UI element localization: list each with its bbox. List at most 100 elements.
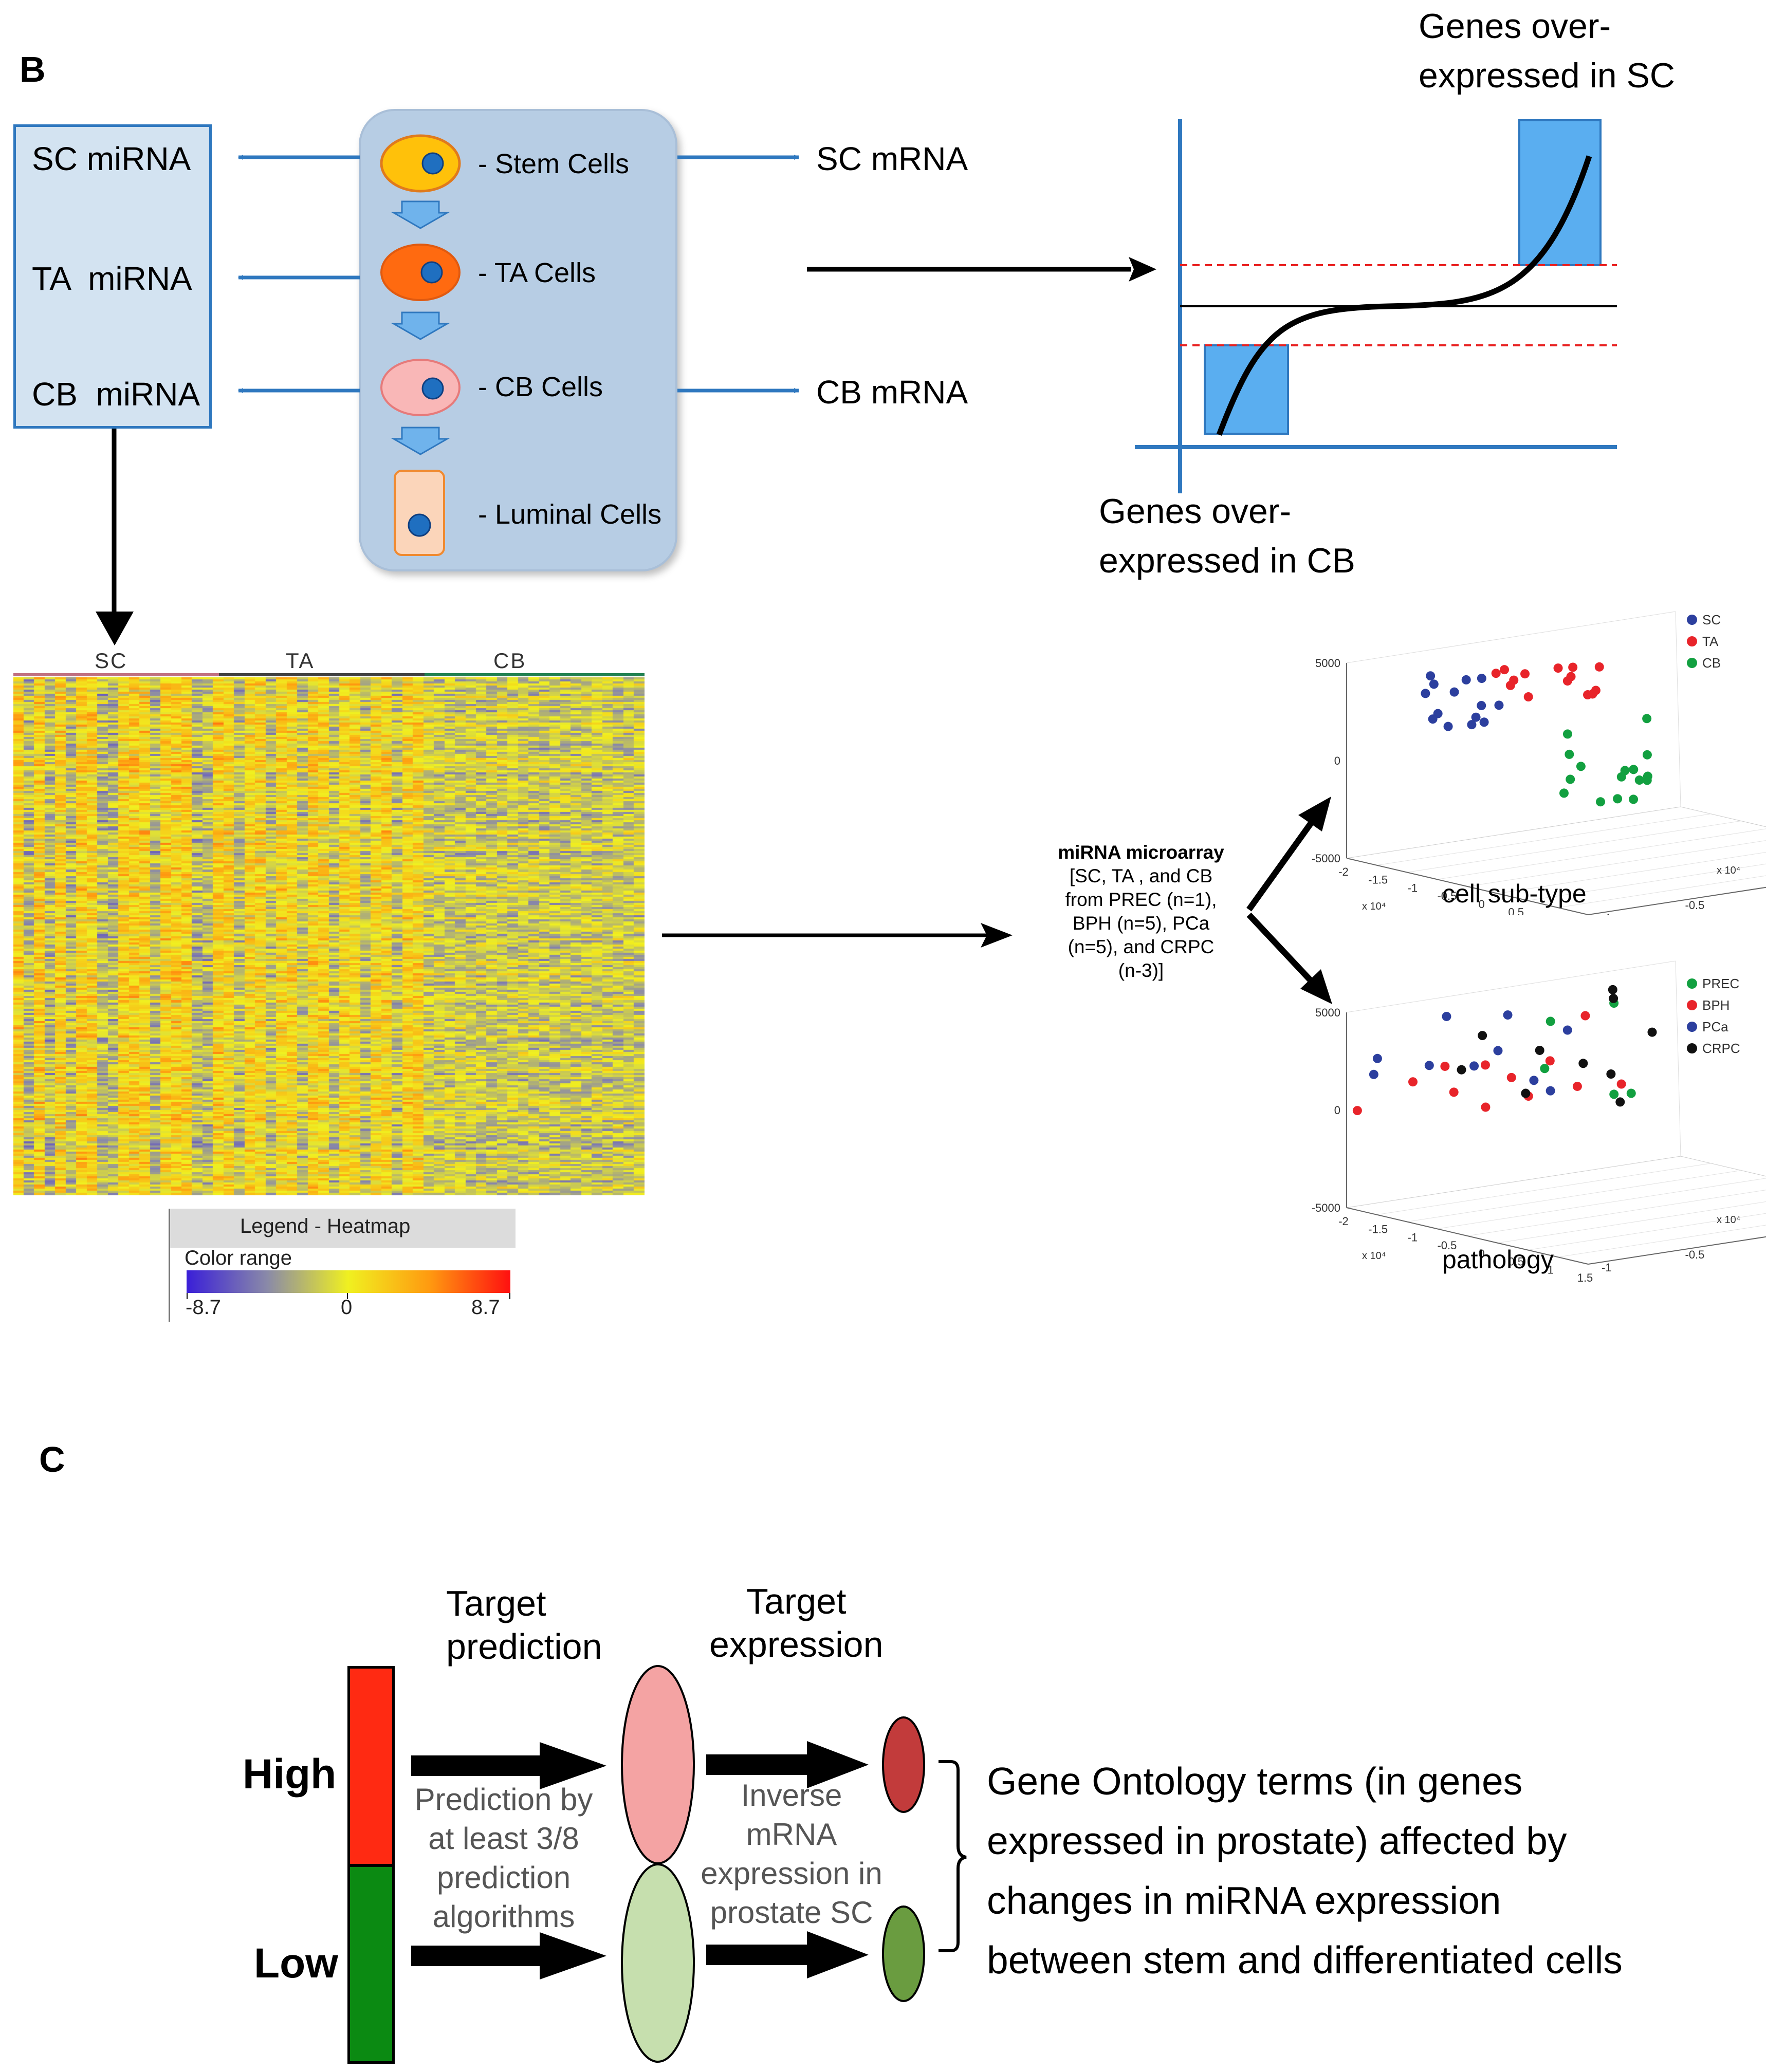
data-point [1615, 1097, 1625, 1107]
x-tick-label: -1 [1408, 1231, 1418, 1244]
x-tick-label: 0 [1478, 898, 1484, 911]
y-axis-exponent: x 10⁴ [1717, 1214, 1740, 1226]
sc-overexpressed-label-2: expressed in SC [1419, 56, 1675, 95]
data-point [1471, 712, 1481, 722]
data-point [1609, 1089, 1619, 1099]
gridline [1376, 1163, 1711, 1215]
expression-note-line: prostate SC [710, 1895, 873, 1930]
x-axis [1346, 1207, 1589, 1265]
color-range-gradient [187, 1270, 510, 1293]
legend-marker [1687, 1000, 1697, 1010]
y-tick-label: -1 [1602, 912, 1612, 915]
data-point [1572, 1081, 1582, 1091]
data-point [1443, 721, 1453, 731]
legend-marker [1687, 1022, 1697, 1032]
data-point [1562, 676, 1572, 686]
x-tick-label: -1.5 [1368, 1223, 1388, 1236]
data-point [1467, 720, 1477, 730]
data-point [1566, 774, 1575, 784]
data-point [1520, 669, 1530, 679]
expression-note-line: Inverse [741, 1778, 842, 1812]
go-text-line: expressed in prostate) affected by [987, 1819, 1567, 1862]
down-arrowhead-icon [96, 612, 134, 645]
color-range-label: Color range [185, 1247, 292, 1269]
y-tick-label: -1 [1602, 1261, 1612, 1274]
arrow-low-to-expression [706, 1931, 869, 1978]
data-point [1634, 775, 1644, 785]
data-point [1616, 772, 1626, 782]
expression-note-line: mRNA [746, 1817, 837, 1852]
expression-note: Inverse mRNA expression in prostate SC [684, 1776, 899, 1932]
heatmap-group-ta: TA [286, 649, 315, 673]
go-text-line: between stem and differentiated cells [987, 1938, 1623, 1982]
cb-cells-label: - CB Cells [478, 372, 603, 402]
down-arrow-icon [391, 427, 450, 455]
fork-arrows [1246, 797, 1332, 1004]
back-edge [1675, 960, 1681, 1157]
ta-cells-label: - TA Cells [478, 257, 596, 288]
data-point [1479, 717, 1489, 727]
legend-label: PCa [1702, 1019, 1728, 1034]
target-expression-label-2: expression [709, 1624, 884, 1664]
data-point [1521, 1088, 1531, 1098]
z-tick-label: 0 [1334, 754, 1340, 767]
data-point [1647, 1027, 1657, 1037]
ta-mirna-label: TA miRNA [32, 260, 192, 297]
luminal-cell-icon [394, 470, 445, 556]
y-tick-label: -0.5 [1685, 1248, 1705, 1261]
cb-overexpressed-box [1204, 344, 1289, 435]
x-tick-label: 1 [1548, 914, 1554, 915]
x-axis-exponent: x 10⁴ [1362, 1250, 1386, 1262]
data-point [1578, 1059, 1588, 1068]
y-axis [1588, 886, 1766, 915]
x-tick-label: 1.5 [1577, 1271, 1593, 1284]
legend-marker [1687, 658, 1697, 668]
heatmap-group-bar-cb [425, 673, 645, 676]
panel-b-label: B [20, 49, 46, 89]
scatter-plot-pathology: 50000-5000-2-1.5-1-0.500.511.510.50-0.5-… [1312, 960, 1766, 1284]
data-point [1493, 1046, 1503, 1056]
data-point [1352, 1106, 1362, 1116]
data-point [1449, 687, 1459, 697]
sc-mirna-label: SC miRNA [32, 140, 191, 177]
z-tick-label: 5000 [1315, 657, 1340, 670]
data-point [1505, 680, 1515, 690]
gridline [1407, 821, 1741, 873]
data-point [1469, 1061, 1479, 1071]
gridline [1528, 1213, 1766, 1250]
mirna-box [13, 124, 212, 429]
gradient-tick [509, 1293, 510, 1299]
x-tick-label: -1.5 [1368, 874, 1388, 886]
back-edge [1675, 611, 1681, 807]
sc-overexpressed-box [1518, 119, 1602, 266]
x-tick-label: -1 [1408, 881, 1418, 894]
gridline [1407, 1170, 1741, 1222]
data-point [1559, 788, 1569, 798]
data-point [1480, 1060, 1490, 1070]
gridline [1558, 875, 1766, 908]
scatter-top-caption: cell sub-type [1442, 879, 1587, 908]
back-edge [1346, 611, 1676, 663]
microarray-title: miRNA microarray [1058, 842, 1224, 863]
data-point [1461, 675, 1471, 684]
luminal-cells-label: - Luminal Cells [478, 499, 662, 530]
legend-marker [1687, 615, 1697, 625]
data-point [1642, 714, 1652, 724]
down-arrow-icon [391, 200, 450, 229]
high-target-ellipse [882, 1716, 925, 1813]
data-point [1442, 1011, 1451, 1021]
data-point [1523, 692, 1533, 702]
gridline [1437, 828, 1766, 880]
data-point [1606, 1069, 1616, 1079]
target-prediction-label-2: prediction [446, 1626, 602, 1667]
data-point [1608, 985, 1617, 994]
data-point [1613, 794, 1623, 804]
heatmap [13, 677, 645, 1195]
data-point [1546, 1016, 1555, 1026]
go-text-line: changes in miRNA expression [987, 1879, 1501, 1922]
low-target-ellipse [882, 1905, 925, 2002]
data-point [1626, 1088, 1636, 1098]
arrow-high-to-prediction [411, 1742, 606, 1789]
data-point [1477, 674, 1486, 683]
range-mid-label: 0 [341, 1296, 353, 1319]
